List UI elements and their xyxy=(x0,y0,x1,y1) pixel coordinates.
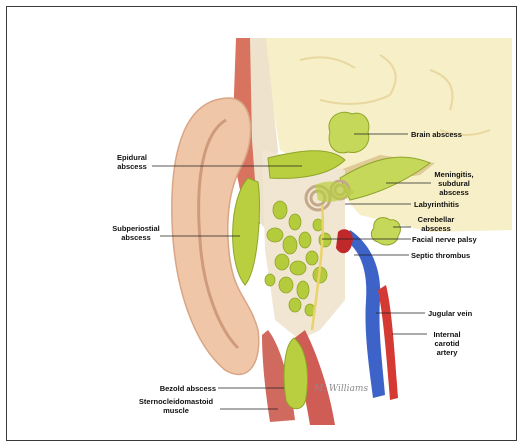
label-jugular-vein: Jugular vein xyxy=(428,309,472,318)
cerebellar-abscess-shape xyxy=(371,218,400,245)
brain-abscess-shape xyxy=(329,112,369,153)
label-sternocleidomastoid: Sternocleidomastoid muscle xyxy=(132,397,220,415)
septic-thrombus-shape xyxy=(336,229,353,253)
label-meningitis: Meningitis, subdural abscess xyxy=(432,170,476,197)
label-subperiosteal-abscess: Subperiostial abscess xyxy=(108,224,164,242)
label-facial-nerve-palsy: Facial nerve palsy xyxy=(412,235,477,244)
label-epidural-abscess: Epidural abscess xyxy=(110,153,154,171)
label-bezold-abscess: Bezold abscess xyxy=(146,384,216,393)
subperiosteal-abscess-shape xyxy=(233,178,260,285)
artist-signature: M. Williams xyxy=(314,384,368,394)
label-cerebellar-abscess: Cerebellar abscess xyxy=(412,215,460,233)
label-brain-abscess: Brain abscess xyxy=(411,130,462,139)
label-septic-thrombus: Septic thrombus xyxy=(411,251,470,260)
label-internal-carotid: Internal carotid artery xyxy=(428,330,466,357)
label-labyrinthitis: Labyrinthitis xyxy=(414,200,459,209)
